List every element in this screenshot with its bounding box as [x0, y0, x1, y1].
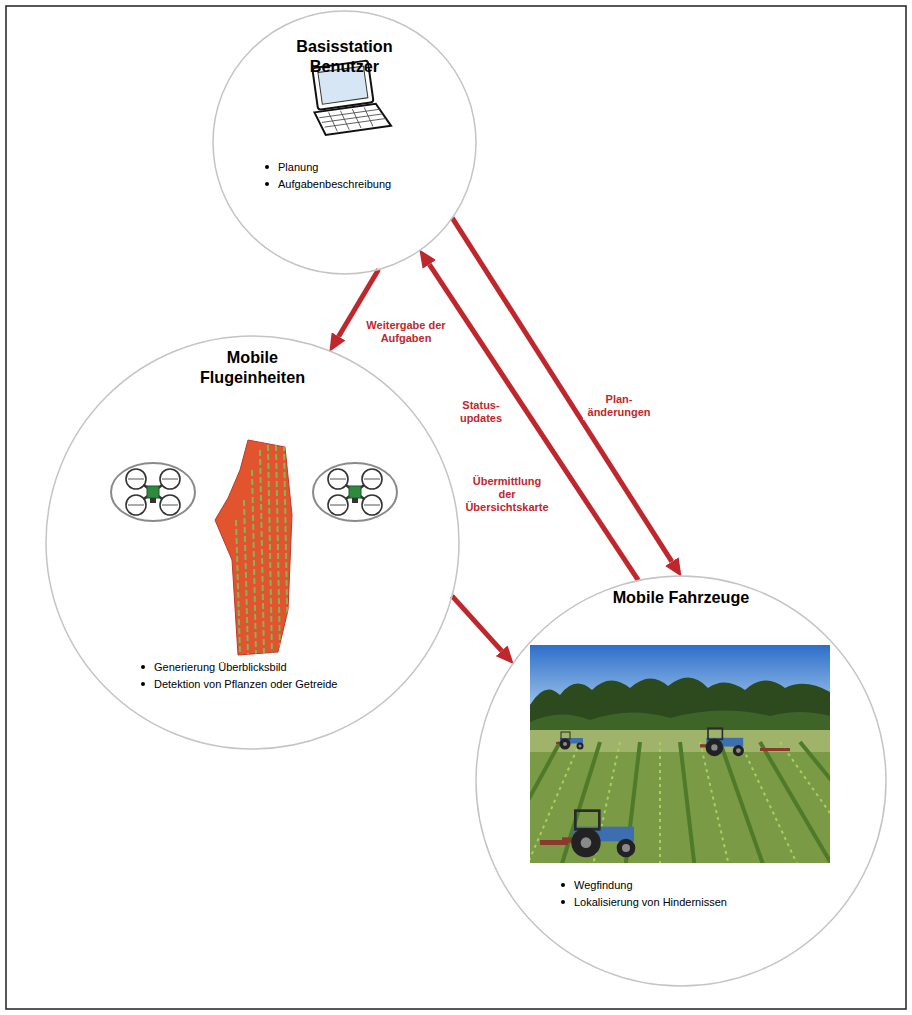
bullet-text: Detektion von Pflanzen oder Getreide — [154, 678, 337, 690]
drone-icon — [313, 463, 397, 521]
bullet-dot — [265, 182, 269, 186]
edge-label: Plan- änderungen — [583, 392, 655, 420]
field-photo — [720, 742, 765, 863]
laptop-icon — [340, 110, 349, 131]
field-photo — [556, 732, 584, 750]
connector-layer — [339, 218, 672, 651]
node-circle: Mobile FahrzeugeWegfindungLokalisierung … — [475, 575, 887, 987]
edge-label: Weitergabe der Aufgaben — [358, 318, 454, 346]
field-map — [268, 445, 272, 655]
laptop-icon — [319, 105, 387, 134]
circle-outline — [213, 11, 476, 274]
field-map — [215, 440, 292, 655]
edge-label: Übermittlung der Übersichtskarte — [464, 474, 550, 516]
arrow-connector — [452, 596, 502, 651]
field-photo — [760, 742, 830, 863]
laptop-icon — [329, 112, 338, 133]
node-title: Mobile Flugeinheiten — [178, 347, 328, 388]
field-photo — [530, 742, 830, 863]
edge-label: Status- updates — [455, 398, 507, 426]
drone-icon — [111, 463, 195, 521]
node-circle: Mobile FlugeinheitenGenerierung Überblic… — [45, 335, 460, 750]
field-photo — [659, 742, 661, 863]
bullet-item: Generierung Überblicksbild — [138, 660, 287, 674]
field-map — [252, 470, 256, 655]
field-photo — [680, 742, 695, 863]
node-title: Mobile Fahrzeuge — [611, 587, 751, 607]
field-photo — [530, 742, 830, 863]
bullet-item: Detektion von Pflanzen oder Getreide — [138, 677, 337, 691]
circle-outline — [475, 575, 887, 987]
field-map — [276, 445, 280, 655]
field-photo — [740, 742, 800, 863]
bullet-item: Lokalisierung von Hindernissen — [558, 895, 727, 909]
laptop-icon — [319, 109, 380, 118]
bullet-dot — [141, 665, 145, 669]
bullet-dot — [141, 682, 145, 686]
field-photo — [700, 728, 744, 756]
field-map — [236, 445, 288, 655]
node-circle: Basisstation BenutzerPlanungAufgabenbesc… — [212, 10, 477, 275]
field-map — [260, 450, 264, 655]
frame — [6, 6, 906, 1009]
field-map — [284, 445, 288, 655]
bullet-dot — [265, 165, 269, 169]
field-photo — [530, 645, 830, 863]
laptop-icon — [352, 108, 361, 129]
bullet-text: Lokalisierung von Hindernissen — [574, 896, 727, 908]
bullet-item: Aufgabenbeschreibung — [262, 177, 391, 191]
field-map — [244, 500, 248, 655]
field-photo — [760, 748, 790, 751]
field-map — [215, 440, 292, 655]
field-photo — [562, 811, 635, 858]
bullet-text: Generierung Überblicksbild — [154, 661, 287, 673]
arrow-connector — [452, 218, 672, 562]
laptop-icon — [364, 107, 373, 128]
bullet-item: Wegfindung — [558, 878, 633, 892]
bullet-text: Wegfindung — [574, 879, 633, 891]
field-map — [236, 520, 240, 655]
bullet-dot — [561, 900, 565, 904]
field-photo — [780, 742, 830, 863]
laptop-icon — [314, 102, 391, 136]
bullet-item: Planung — [262, 160, 318, 174]
arrow-connector — [429, 264, 638, 580]
field-photo — [700, 742, 730, 863]
bullet-text: Aufgabenbeschreibung — [278, 178, 391, 190]
node-title: Basisstation Benutzer — [270, 36, 420, 77]
bullet-dot — [561, 883, 565, 887]
bullet-text: Planung — [278, 161, 318, 173]
field-photo — [800, 742, 830, 863]
circle-outline — [476, 576, 886, 986]
circle-outline — [46, 336, 459, 749]
